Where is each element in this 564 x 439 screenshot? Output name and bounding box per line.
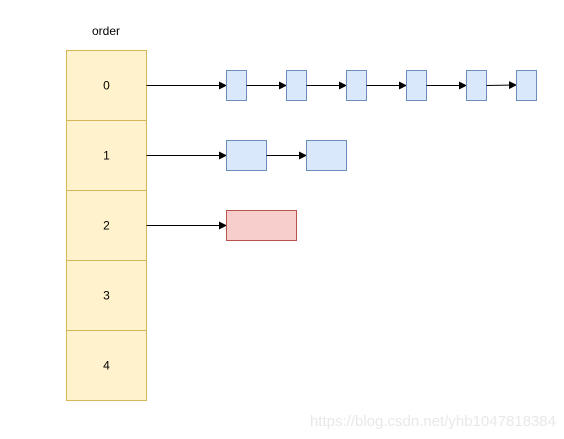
order-cell-0: 0 [66,50,147,121]
free-block-node [466,70,487,101]
order-cell-4: 4 [66,330,147,401]
watermark: https://blog.csdn.net/yhb1047818384 [310,413,556,430]
highlighted-block-node [226,210,297,241]
free-block-node [406,70,427,101]
free-block-node [226,70,247,101]
free-block-node [516,70,537,101]
order-cell-1: 1 [66,120,147,191]
free-block-node [286,70,307,101]
free-block-node [226,140,267,171]
arrow-link [486,81,517,90]
order-cell-2-box [66,190,147,261]
order-cell-3-box [66,260,147,331]
free-list-order-1 [146,140,347,171]
order-cell-3-label: 3 [103,289,110,303]
free-block-node [346,70,367,101]
order-cell-0-label: 0 [103,79,110,93]
order-cell-0-box [66,50,147,121]
order-cell-3: 3 [66,260,147,331]
order-cell-2-label: 2 [103,219,110,233]
order-cell-1-label: 1 [103,149,110,163]
order-cell-2: 2 [66,190,147,261]
free-list-order-2 [146,210,297,241]
order-column: 0 1 2 3 4 [66,50,147,401]
free-list-order-0 [146,70,537,101]
order-cell-1-box [66,120,147,191]
order-cell-4-label: 4 [103,359,110,373]
free-block-node [306,140,347,171]
order-cell-4-box [66,330,147,401]
order-title: order [92,24,120,38]
